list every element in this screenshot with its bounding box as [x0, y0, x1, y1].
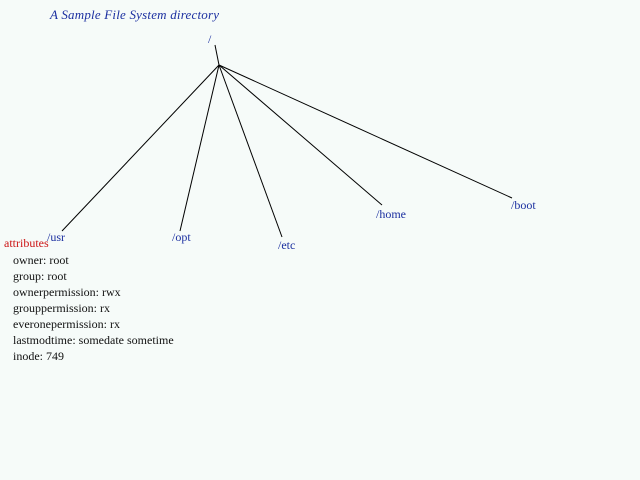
tree-edge-root-tick [214, 44, 220, 66]
attribute-key: inode [13, 349, 40, 363]
attributes-panel: attributes owner: root group: root ownerpe… [4, 236, 244, 364]
attribute-key: lastmodtime [13, 333, 73, 347]
attribute-key: grouppermission [13, 301, 94, 315]
tree-edge-boot [218, 64, 513, 199]
attribute-value: rx [100, 301, 111, 315]
attribute-group: group: root [13, 269, 67, 283]
attribute-ownerpermission: ownerpermission: rwx [13, 285, 121, 299]
tree-node-etc[interactable]: /etc [278, 238, 296, 252]
tree-node-root[interactable]: / [208, 32, 212, 46]
attribute-value: somedate sometime [78, 333, 174, 347]
tree-node-home[interactable]: /home [376, 207, 406, 221]
tree-node-boot[interactable]: /boot [511, 198, 536, 212]
attribute-grouppermission: grouppermission: rx [13, 301, 111, 315]
attributes-list: owner: root group: root ownerpermission: r… [4, 252, 244, 364]
tree-edges [61, 44, 513, 238]
tree-edge-etc [218, 64, 283, 238]
attribute-value: 749 [46, 349, 65, 363]
tree-edge-home [218, 64, 383, 206]
tree-edge-usr [61, 64, 220, 232]
attributes-heading: attributes [4, 236, 49, 250]
attribute-value: root [47, 269, 67, 283]
attribute-owner: owner: root [13, 253, 69, 267]
attribute-key: group [13, 269, 41, 283]
attribute-inode: inode: 749 [13, 349, 65, 363]
tree-edge-opt [179, 64, 220, 232]
attribute-key: everonepermission [13, 317, 104, 331]
diagram-title: A Sample File System directory [50, 7, 220, 22]
tree-node-usr[interactable]: /usr [47, 230, 65, 244]
tree-node-opt[interactable]: /opt [172, 230, 191, 244]
attribute-lastmodtime: lastmodtime: somedate sometime [13, 333, 174, 347]
attribute-value: rx [109, 317, 120, 331]
attribute-value: root [49, 253, 69, 267]
attribute-value: rwx [102, 285, 121, 299]
attribute-everonepermission: everonepermission: rx [13, 317, 120, 331]
attribute-key: ownerpermission [13, 285, 96, 299]
attribute-key: owner [13, 253, 43, 267]
